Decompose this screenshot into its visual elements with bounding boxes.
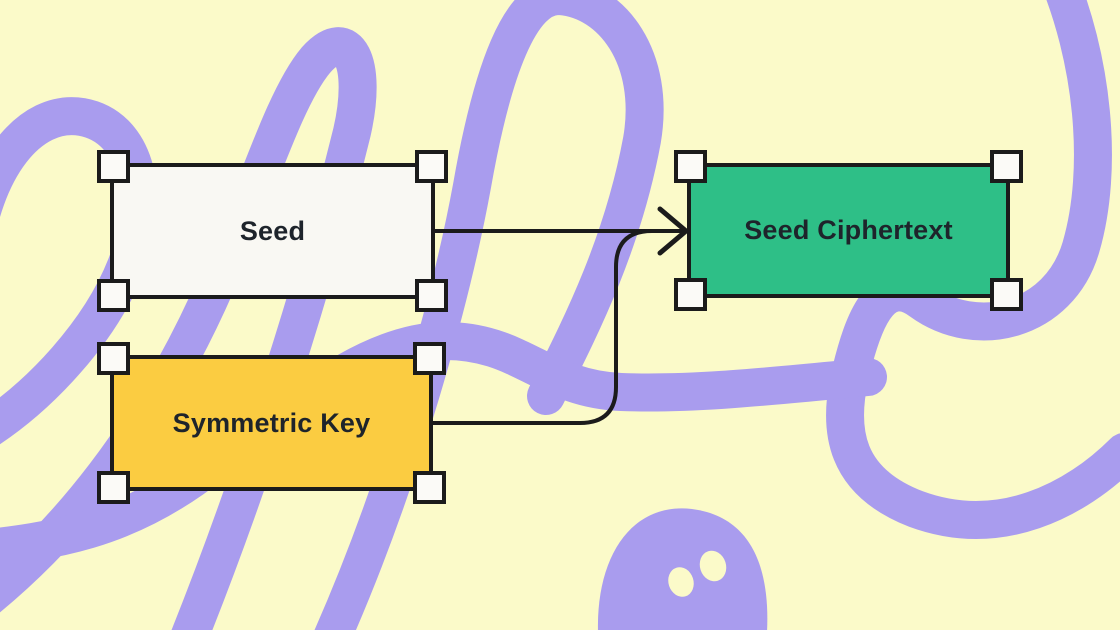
resize-handle-top-left[interactable]	[674, 150, 707, 183]
node-seed-ciphertext-label: Seed Ciphertext	[744, 215, 953, 245]
node-symmetric-key-label: Symmetric Key	[172, 407, 371, 438]
scribble-right-curl	[826, 0, 1120, 539]
ghost-eye-left	[668, 567, 694, 597]
resize-handle-top-left[interactable]	[97, 342, 130, 375]
node-symmetric-key[interactable]: Symmetric Key	[97, 342, 446, 504]
resize-handle-bottom-right[interactable]	[415, 279, 448, 312]
resize-handle-bottom-right[interactable]	[990, 278, 1023, 311]
resize-handle-bottom-left[interactable]	[97, 279, 130, 312]
resize-handle-top-right[interactable]	[415, 150, 448, 183]
resize-handle-bottom-left[interactable]	[97, 471, 130, 504]
node-seed-label: Seed	[239, 215, 306, 246]
arrowhead-icon	[657, 206, 689, 256]
resize-handle-top-left[interactable]	[97, 150, 130, 183]
scribble-bottom-band	[0, 321, 887, 566]
ghost-eye-right	[699, 550, 727, 582]
resize-handle-bottom-right[interactable]	[413, 471, 446, 504]
resize-handle-top-right[interactable]	[413, 342, 446, 375]
resize-handle-top-right[interactable]	[990, 150, 1023, 183]
node-seed[interactable]: Seed	[97, 150, 448, 312]
resize-handle-bottom-left[interactable]	[674, 278, 707, 311]
ghost-eyes	[668, 550, 727, 597]
node-seed-ciphertext[interactable]: Seed Ciphertext	[674, 150, 1023, 311]
connector-symmetric-key-elbow[interactable]	[431, 229, 664, 425]
